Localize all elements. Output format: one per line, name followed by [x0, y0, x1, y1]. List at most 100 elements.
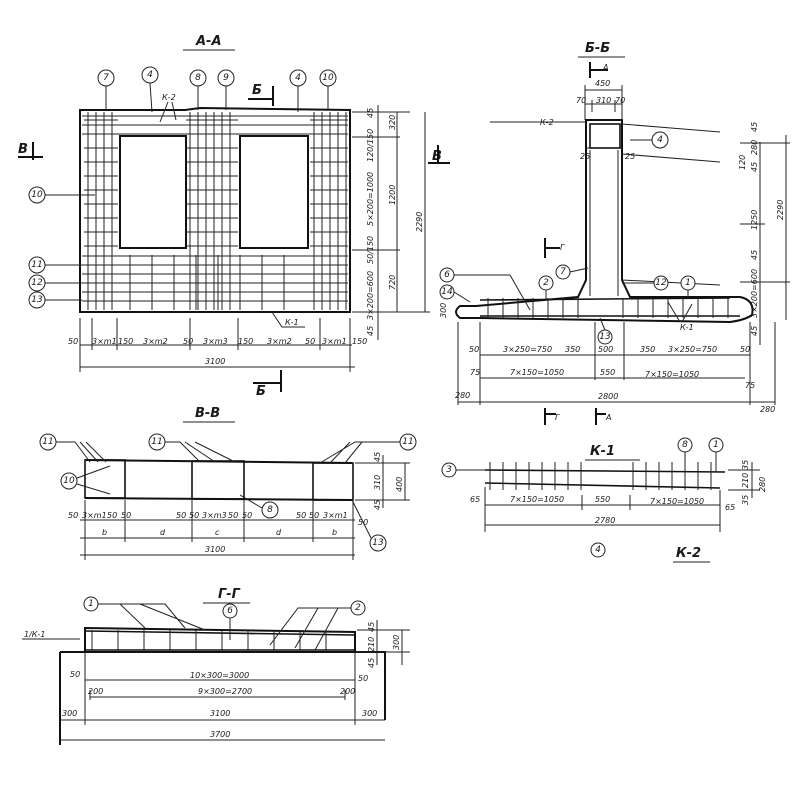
- callout-label: 13: [31, 295, 43, 305]
- dim: 400: [395, 477, 404, 492]
- callouts-top: 7 4 8 9 4 10: [97, 66, 337, 113]
- dim: 200: [340, 687, 355, 696]
- callout-label: 1: [713, 440, 719, 450]
- dim: 3×200=600: [366, 271, 375, 320]
- dim: 45: [366, 108, 375, 118]
- dim: 120/150: [366, 129, 375, 162]
- k1-label: К-1: [285, 318, 299, 327]
- callout-label: 8: [195, 73, 201, 83]
- view-k1-title: К-1: [590, 444, 615, 459]
- dim: 3×m3: [203, 337, 228, 346]
- view-gg-title: Г-Г: [218, 587, 241, 602]
- dim: 10×300=3000: [190, 671, 249, 680]
- dim: 7×150=1050: [510, 368, 564, 377]
- callout-label: 4: [295, 73, 301, 83]
- dim: 50: [740, 345, 750, 354]
- view-vv: В-В 11 11 11 10 8 13 45 310 400 45 50 3×…: [39, 406, 417, 560]
- callout-label: 4: [595, 545, 601, 555]
- dim: 280: [760, 405, 775, 414]
- window-opening-left: [119, 135, 187, 249]
- callout-label: 14: [441, 287, 453, 297]
- dim-total-width: 3100: [205, 357, 225, 366]
- gg-stirrups: [91, 630, 327, 652]
- callout-label: 7: [103, 73, 109, 83]
- callout-label: 13: [372, 538, 384, 548]
- dim: 50: [70, 670, 80, 679]
- dim: 7×150=1050: [650, 497, 704, 506]
- callouts-left: 10 11 12 13: [28, 186, 95, 309]
- dim: 200: [88, 687, 103, 696]
- dim: 280: [750, 140, 759, 155]
- dim: 50: [358, 518, 368, 527]
- dim: 50: [469, 345, 479, 354]
- callout-label: 11: [402, 437, 413, 447]
- dim: 50: [68, 511, 78, 520]
- dim: 300: [439, 303, 448, 318]
- callout-label: 10: [322, 73, 334, 83]
- view-gg: Г-Г 1 6 2 1/К-1 45 210 300 45 50 10×300=…: [22, 587, 410, 745]
- dim: 45: [373, 452, 382, 462]
- callout-label: 11: [151, 437, 162, 447]
- dim: 70: [615, 96, 625, 105]
- dim: 70: [576, 96, 586, 105]
- dim: 3×m3: [202, 511, 227, 520]
- section-mark-b-top: Б: [252, 83, 262, 98]
- callout-label: 2: [543, 278, 549, 288]
- dim: 50: [242, 511, 252, 520]
- dim: 45: [367, 658, 376, 668]
- dim: 45: [750, 326, 759, 336]
- dim: 50: [183, 337, 193, 346]
- dim: 5×200=1000: [366, 172, 375, 226]
- dim: 3×200=600: [750, 269, 759, 318]
- dim: 320: [388, 115, 397, 130]
- column-section: [84, 459, 126, 499]
- dim: 310: [596, 96, 611, 105]
- dim: 300: [392, 635, 401, 650]
- dim-total-width: 2780: [595, 516, 615, 525]
- dim: 3×250=750: [668, 345, 717, 354]
- dim: 3×m1: [323, 511, 348, 520]
- dim: 720: [388, 275, 397, 290]
- dim: 50: [121, 511, 131, 520]
- dim: 280: [758, 477, 767, 492]
- dim: 25: [580, 152, 590, 161]
- section-mark-b-bottom: Б: [256, 384, 266, 399]
- section-mark-v-left: В: [18, 142, 28, 157]
- dim-total-width: 3700: [210, 730, 230, 739]
- column-section: [191, 460, 245, 500]
- dim: 550: [600, 368, 615, 377]
- callout-label: 8: [682, 440, 688, 450]
- callout-label: 11: [31, 260, 42, 270]
- dim: 210: [367, 637, 376, 652]
- callout-label: 10: [63, 476, 75, 486]
- dim-span: b: [332, 528, 337, 537]
- dim: 50/150: [366, 236, 375, 264]
- dim: 1250: [750, 210, 759, 230]
- k2-label: К-2: [540, 118, 554, 127]
- callout-label: 7: [560, 267, 566, 277]
- dim: 75: [470, 368, 480, 377]
- callout-label: 9: [223, 73, 229, 83]
- dim: 3×m1: [92, 337, 117, 346]
- dim: 500: [598, 345, 613, 354]
- window-opening-right: [239, 135, 309, 249]
- section-mark-a: А: [602, 63, 608, 72]
- dim: 350: [640, 345, 655, 354]
- view-k2-title: К-2: [676, 546, 701, 561]
- dim: 65: [470, 495, 480, 504]
- dim: 9×300=2700: [198, 687, 252, 696]
- view-aa: А-А 7 4 8 9 4 10 К-2 10 11 12 13 К-1 Б: [18, 34, 430, 399]
- rebar-grid: [82, 112, 348, 310]
- dim: 3×m2: [267, 337, 292, 346]
- k1-label: К-1: [680, 323, 694, 332]
- dim: 50: [358, 674, 368, 683]
- dim: 150: [352, 337, 367, 346]
- view-k1: К-1 3 8 1 65 7×150=1050 550 7×150=1050 6…: [441, 437, 767, 563]
- foundation-section-outline: [455, 119, 754, 324]
- slab-rebar: [479, 150, 740, 318]
- dim: 3×m2: [143, 337, 168, 346]
- dim: 35: [741, 495, 750, 505]
- dim: 2290: [776, 200, 785, 220]
- frame-k2: [589, 123, 621, 149]
